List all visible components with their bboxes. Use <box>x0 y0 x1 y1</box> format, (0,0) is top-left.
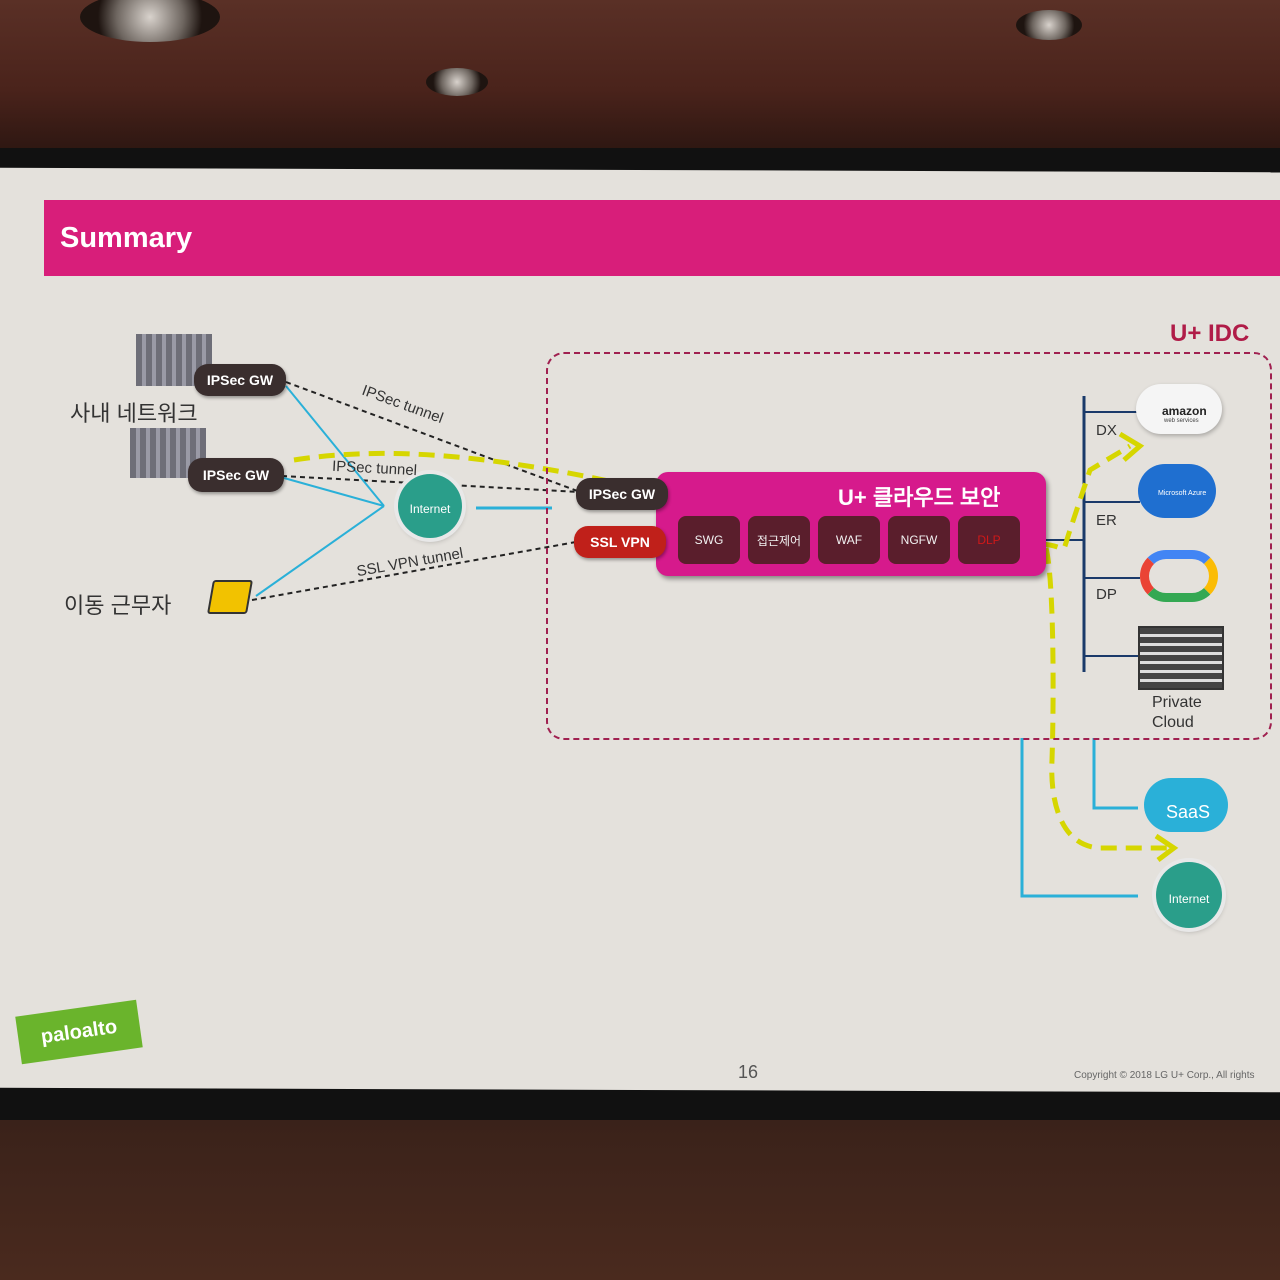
er-label: ER <box>1096 512 1117 529</box>
internet-label: Internet <box>409 502 451 516</box>
aws-label: amazon <box>1162 404 1207 418</box>
aws-cloud-icon: amazon web services <box>1136 384 1222 434</box>
internal-network-label: 사내 네트워크 <box>70 401 198 426</box>
server-rack-icon <box>1138 626 1224 690</box>
internet-label-right: Internet <box>1168 892 1210 906</box>
idc-boundary <box>546 352 1272 740</box>
aws-sub-label: web services <box>1164 418 1199 424</box>
ceiling-light <box>80 0 220 42</box>
saas-cloud-icon: SaaS <box>1144 778 1228 832</box>
ipsec-gw-bottom: IPSec GW <box>188 458 284 492</box>
module-dlp: DLP <box>958 516 1020 564</box>
module-access-control: 접근제어 <box>748 516 810 564</box>
google-cloud-icon <box>1140 550 1218 602</box>
copyright: Copyright © 2018 LG U+ Corp., All rights <box>1074 1070 1255 1081</box>
cloud-security-title: U+ 클라우드 보안 <box>838 485 1001 510</box>
azure-cloud-icon: Microsoft Azure <box>1138 464 1216 518</box>
azure-label: Microsoft Azure <box>1158 490 1207 497</box>
floor <box>0 1120 1280 1280</box>
laptop-icon <box>207 580 253 614</box>
idc-ipsec-gw: IPSec GW <box>576 478 668 510</box>
saas-label: SaaS <box>1166 802 1211 822</box>
mobile-worker-label: 이동 근무자 <box>64 593 172 618</box>
private-cloud-label-2: Cloud <box>1152 714 1194 731</box>
ceiling-light <box>1016 10 1082 40</box>
internet-globe-icon-right: Internet <box>1156 862 1222 928</box>
slide-header <box>44 200 1280 276</box>
internet-globe-icon: Internet <box>398 474 462 538</box>
module-swg: SWG <box>678 516 740 564</box>
module-waf: WAF <box>818 516 880 564</box>
idc-ssl-vpn: SSL VPN <box>574 526 666 558</box>
ceiling-light <box>426 68 488 96</box>
ipsec-gw-top: IPSec GW <box>194 364 286 396</box>
slide-title: Summary <box>60 222 193 254</box>
private-cloud-label-1: Private <box>1152 694 1202 711</box>
module-ngfw: NGFW <box>888 516 950 564</box>
page-number: 16 <box>738 1062 759 1082</box>
idc-title: U+ IDC <box>1170 320 1250 347</box>
dx-label: DX <box>1096 422 1117 439</box>
dp-label: DP <box>1096 586 1117 603</box>
